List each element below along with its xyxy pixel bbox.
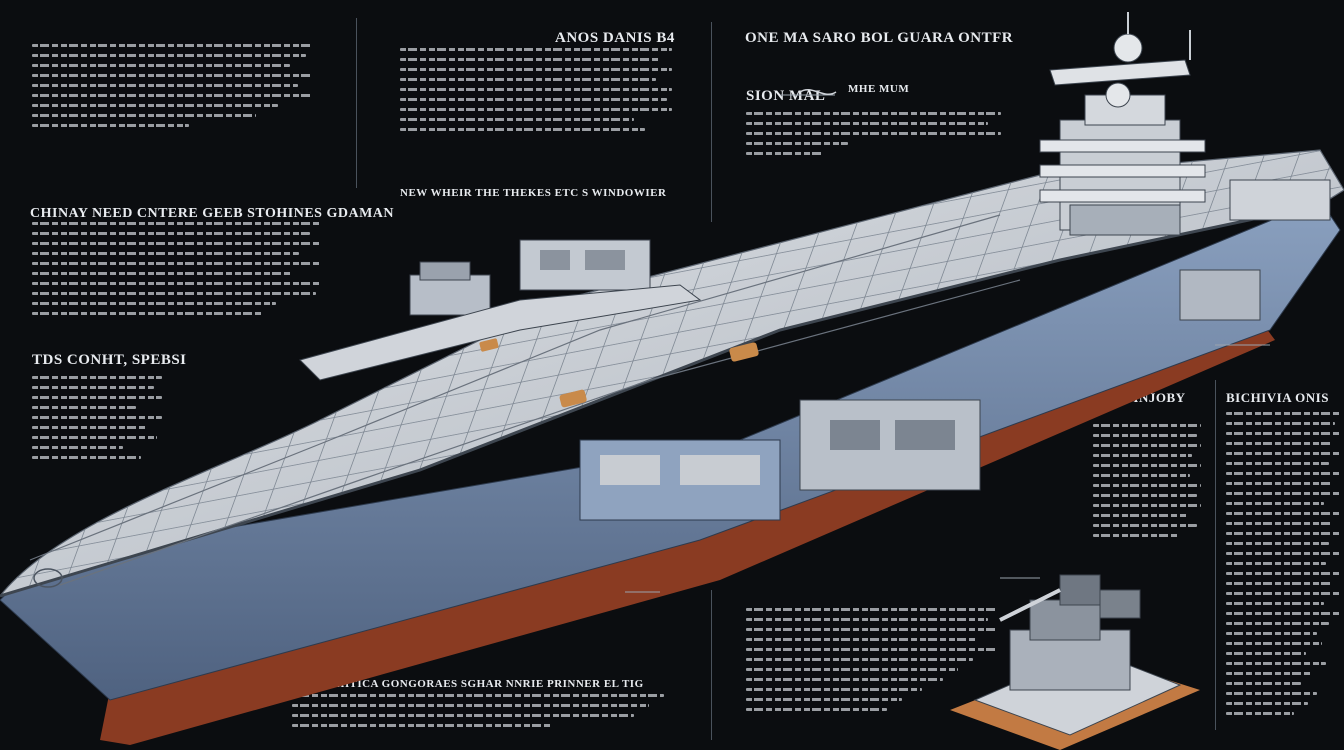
text-block-right-mid	[1093, 424, 1201, 544]
divider-rule	[356, 18, 357, 188]
heading-right-far: BICHIVIA ONIS	[1226, 390, 1329, 405]
heading-top-center: ANOS DANIS B4	[555, 30, 675, 46]
text-block-left-section	[32, 222, 322, 322]
hull-keel	[100, 320, 1275, 745]
divider-rule	[711, 590, 712, 740]
text-block-top-right	[746, 112, 1001, 162]
text-block-bottom-left	[292, 694, 664, 734]
island-tower	[1039, 12, 1206, 236]
hull-side	[0, 199, 1341, 701]
text-block-right-far	[1226, 412, 1340, 722]
text-block-left-lower	[32, 376, 162, 466]
heading-top-right: ONE MA SARO BOL GUARA ONTFR	[745, 30, 1014, 46]
text-block-bottom-center	[746, 608, 998, 718]
heading-right-sub2: MHE MUM	[848, 83, 910, 95]
deck-grid	[0, 150, 1344, 596]
text-block-top-left	[32, 44, 312, 134]
heading-left-lower: TDS CONHT, SPEBSI	[32, 352, 187, 368]
heading-left-section: CHINAY NEED CNTERE GEEB STOHINES GDAMAN	[30, 206, 394, 221]
divider-rule	[1215, 380, 1216, 730]
heading-center-caption: NEW WHEIR THE THEKES ETC S WINDOWIER	[400, 187, 667, 199]
midship-sponson	[579, 399, 981, 521]
forward-superstructure	[299, 239, 702, 381]
text-block-top-center	[400, 48, 672, 138]
gun-module-inset	[950, 574, 1200, 750]
heading-right-sub: SION MAL	[746, 88, 826, 104]
heading-bottom-center: SAA STEHTICA GONGORAES SGHAR NNRIE PRINN…	[292, 678, 644, 690]
divider-rule	[711, 22, 712, 222]
